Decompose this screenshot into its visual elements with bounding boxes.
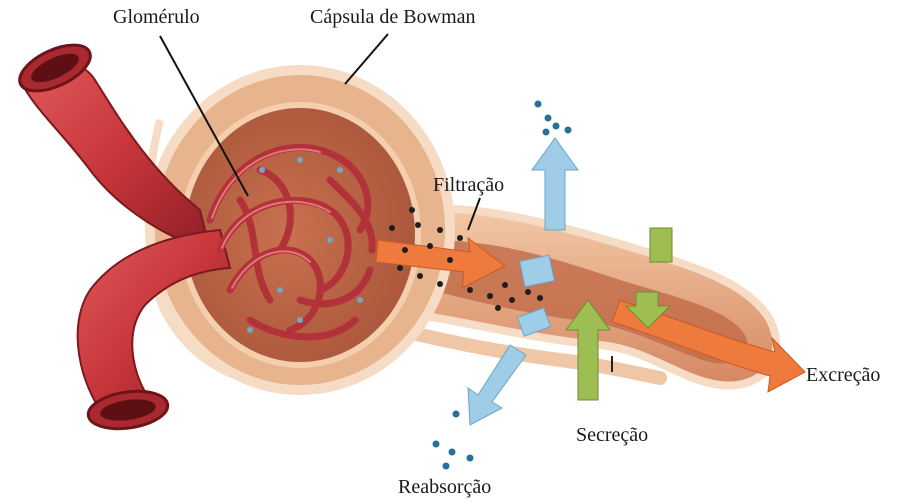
- reabsorption-channel: [520, 255, 555, 287]
- secrecao-label: Secreção: [576, 424, 648, 447]
- capsula-de-bowman-label: Cápsula de Bowman: [310, 6, 476, 29]
- capsula-leader-line: [345, 34, 388, 84]
- reabsorcao-label: Reabsorção: [398, 476, 491, 499]
- excrecao-label: Excreção: [806, 364, 880, 387]
- blood-vessels: [13, 36, 230, 434]
- secretion-arrow-upper: [650, 228, 672, 262]
- filtracao-label: Filtração: [433, 174, 504, 197]
- reabsorption-arrow-up: [532, 138, 578, 230]
- glomerulo-label: Glomérulo: [113, 6, 200, 29]
